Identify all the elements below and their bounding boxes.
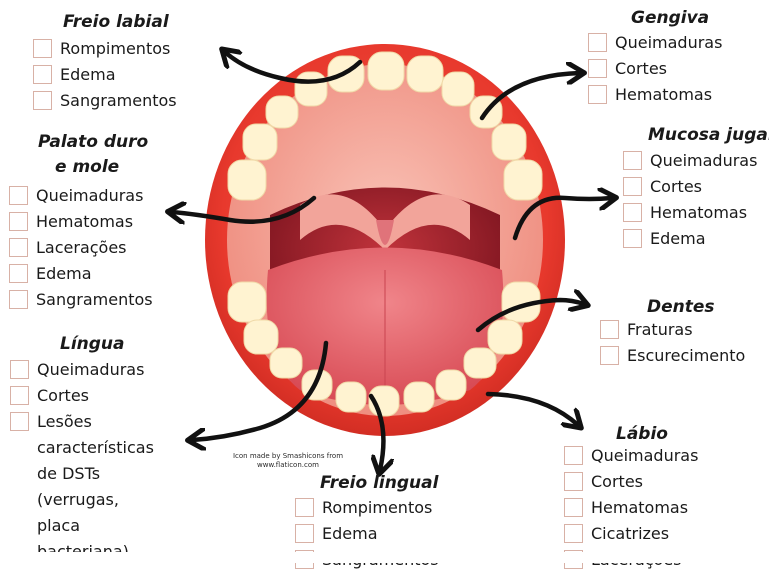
icon-credit-line1: Icon made by Smashicons from	[218, 452, 358, 461]
checkbox[interactable]	[564, 498, 583, 517]
freio-labial-checklist: Rompimentos Edema Sangramentos	[33, 36, 177, 114]
checkbox[interactable]	[9, 238, 28, 257]
checklist-item[interactable]: Sangramentos	[9, 287, 153, 313]
mucosa-jugal-checklist: Queimaduras Cortes Hematomas Edema	[623, 148, 757, 252]
checklist-item[interactable]: Sangramentos	[33, 88, 177, 114]
lingua-checklist: Queimaduras Cortes Lesões característica…	[10, 357, 154, 565]
checkbox[interactable]	[33, 91, 52, 110]
checklist-item[interactable]: Hematomas	[564, 495, 698, 521]
dentes-checklist: Fraturas Escurecimento	[600, 317, 745, 369]
checklist-item[interactable]: Cortes	[588, 56, 722, 82]
lingua-title: Língua	[60, 333, 125, 355]
checklist-item[interactable]: Hematomas	[9, 209, 153, 235]
checkbox[interactable]	[9, 186, 28, 205]
arrow-labio	[488, 394, 578, 425]
gengiva-title: Gengiva	[631, 7, 709, 29]
bottom-crop-mask	[0, 552, 769, 563]
checkbox[interactable]	[623, 203, 642, 222]
checkbox[interactable]	[33, 39, 52, 58]
checklist-item[interactable]: Escurecimento	[600, 343, 745, 369]
palato-checklist: Queimaduras Hematomas Lacerações Edema S…	[9, 183, 153, 313]
checklist-item[interactable]: Rompimentos	[33, 36, 177, 62]
checkbox[interactable]	[588, 85, 607, 104]
checkbox[interactable]	[623, 177, 642, 196]
checklist-item-continuation: características	[10, 435, 154, 461]
checklist-item[interactable]: Edema	[295, 521, 439, 547]
checkbox[interactable]	[295, 524, 314, 543]
checklist-item[interactable]: Hematomas	[588, 82, 722, 108]
freio-labial-title: Freio labial	[63, 11, 169, 33]
checkbox[interactable]	[600, 346, 619, 365]
checklist-item[interactable]: Rompimentos	[295, 495, 439, 521]
palato-title-line1: Palato duro	[38, 131, 148, 153]
dentes-title: Dentes	[647, 296, 715, 318]
labio-title: Lábio	[616, 423, 668, 445]
checkbox[interactable]	[623, 229, 642, 248]
checkbox[interactable]	[564, 446, 583, 465]
checklist-item[interactable]: Queimaduras	[10, 357, 154, 383]
mucosa-jugal-title: Mucosa jugal	[648, 124, 769, 146]
checklist-item[interactable]: Queimaduras	[588, 30, 722, 56]
checkbox[interactable]	[10, 412, 29, 431]
checklist-item-continuation: (verrugas,	[10, 487, 154, 513]
checkbox[interactable]	[295, 498, 314, 517]
checklist-item[interactable]: Queimaduras	[623, 148, 757, 174]
palato-title-line2: e mole	[55, 156, 119, 178]
freio-lingual-title: Freio lingual	[320, 472, 438, 494]
checklist-item[interactable]: Cortes	[623, 174, 757, 200]
checklist-item[interactable]: Edema	[9, 261, 153, 287]
checklist-item[interactable]: Edema	[623, 226, 757, 252]
checklist-item[interactable]: Queimaduras	[9, 183, 153, 209]
icon-credit-line2: www.flaticon.com	[218, 461, 358, 470]
gengiva-checklist: Queimaduras Cortes Hematomas	[588, 30, 722, 108]
checkbox[interactable]	[564, 472, 583, 491]
checkbox[interactable]	[33, 65, 52, 84]
checkbox[interactable]	[600, 320, 619, 339]
checkbox[interactable]	[588, 59, 607, 78]
checklist-item[interactable]: Hematomas	[623, 200, 757, 226]
checklist-item[interactable]: Edema	[33, 62, 177, 88]
checklist-item[interactable]: Queimaduras	[564, 443, 698, 469]
checklist-item[interactable]: Lesões	[10, 409, 154, 435]
checklist-item-continuation: placa	[10, 513, 154, 539]
checkbox[interactable]	[564, 524, 583, 543]
checklist-item[interactable]: Cortes	[564, 469, 698, 495]
checklist-item[interactable]: Lacerações	[9, 235, 153, 261]
checkbox[interactable]	[9, 290, 28, 309]
checkbox[interactable]	[10, 360, 29, 379]
checkbox[interactable]	[623, 151, 642, 170]
checklist-item[interactable]: Fraturas	[600, 317, 745, 343]
checkbox[interactable]	[10, 386, 29, 405]
icon-credit: Icon made by Smashicons from www.flatico…	[218, 452, 358, 470]
checklist-item[interactable]: Cicatrizes	[564, 521, 698, 547]
checklist-item[interactable]: Cortes	[10, 383, 154, 409]
checkbox[interactable]	[9, 264, 28, 283]
checkbox[interactable]	[9, 212, 28, 231]
checkbox[interactable]	[588, 33, 607, 52]
checklist-item-continuation: de DSTs	[10, 461, 154, 487]
